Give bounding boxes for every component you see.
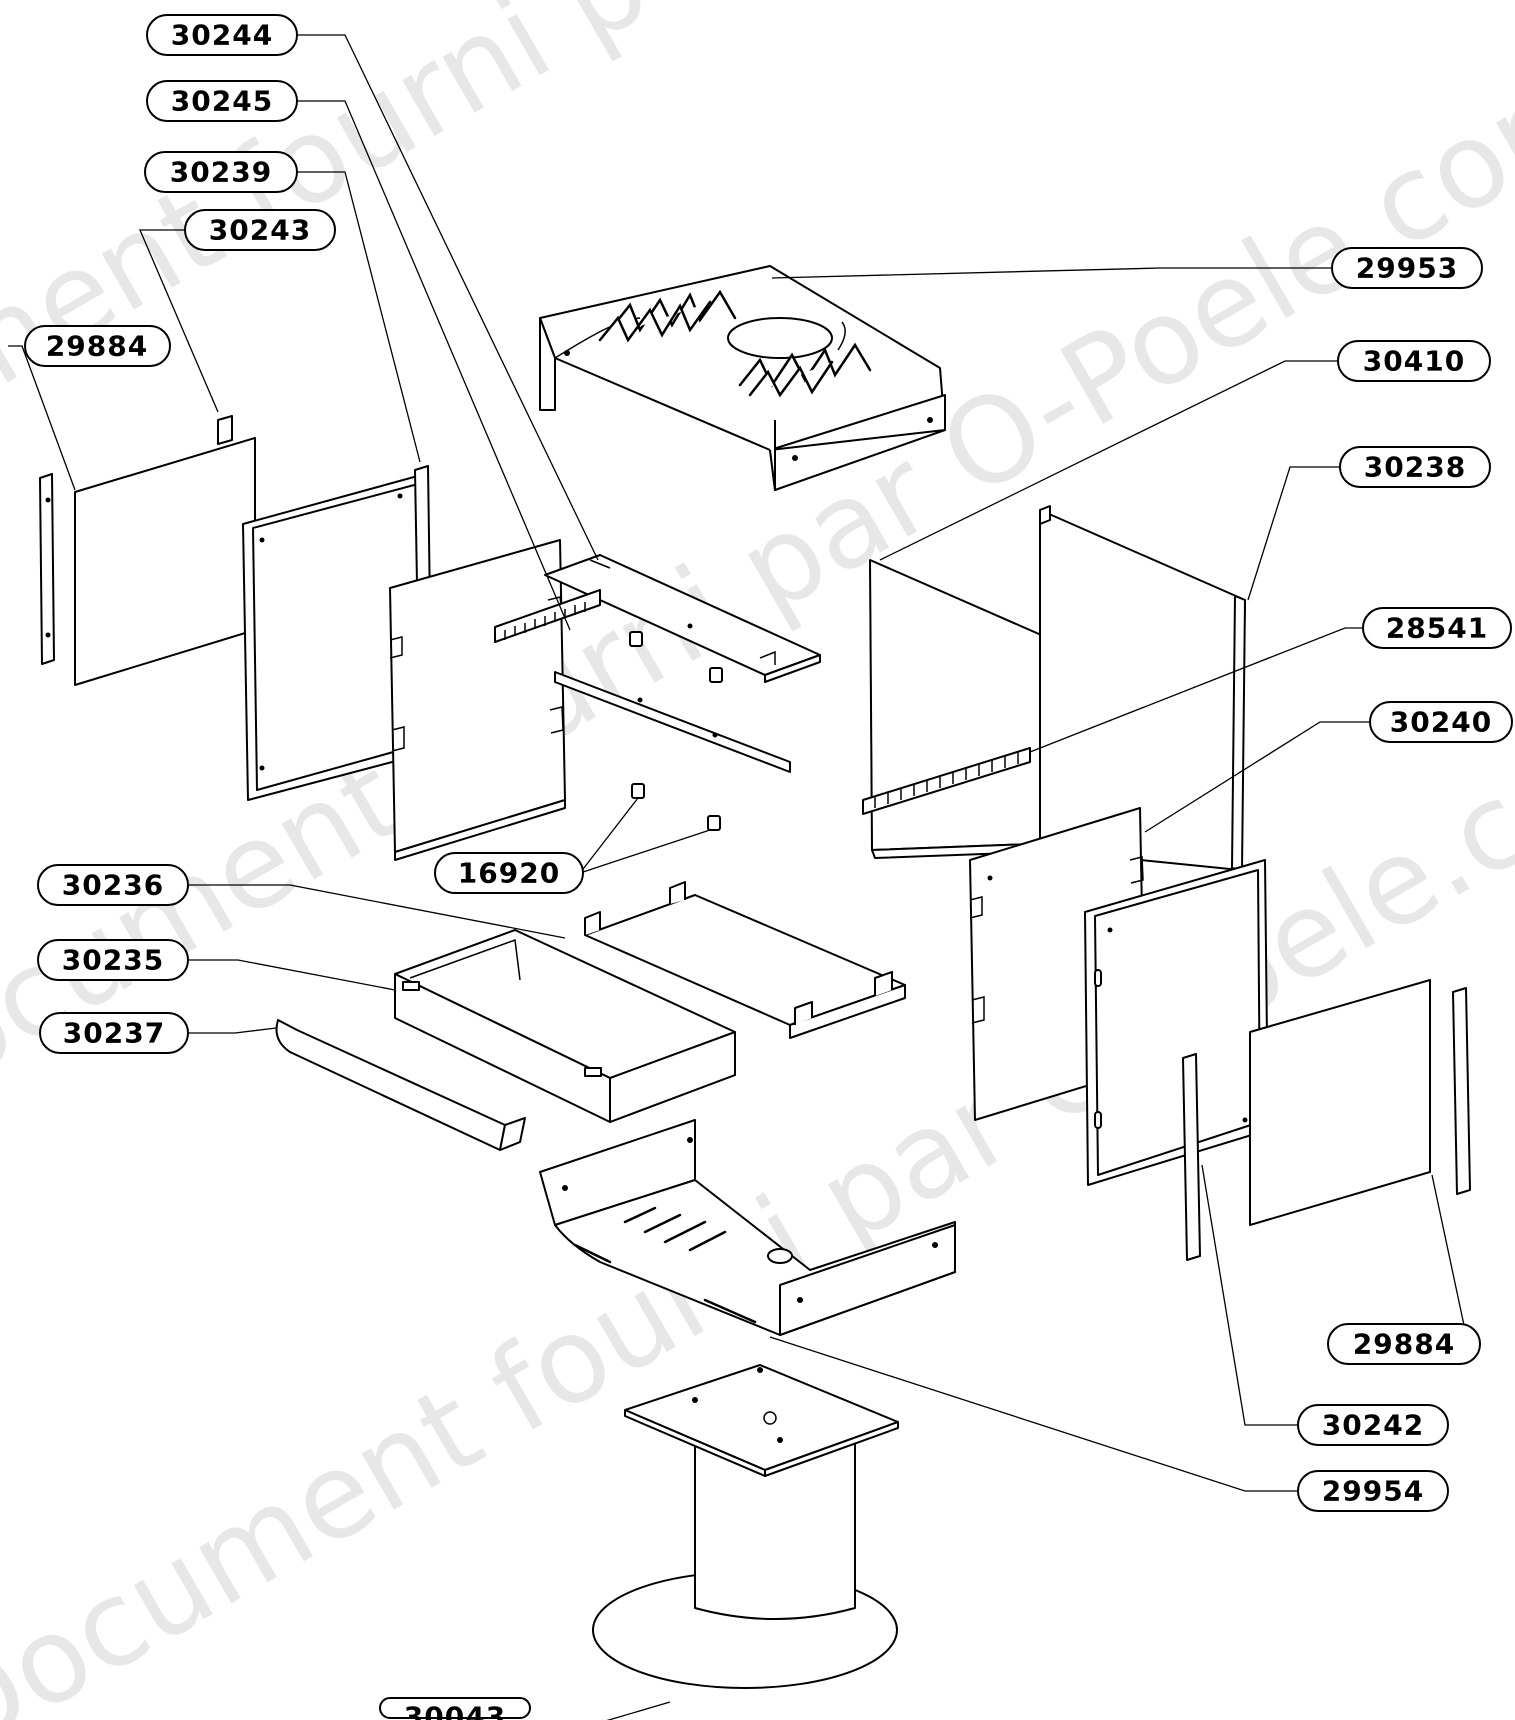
part-drawer (394, 929, 736, 1123)
svg-text:28541: 28541 (1386, 612, 1488, 645)
part-left-side-panel (74, 415, 256, 686)
part-front-bar (275, 1019, 526, 1151)
callout-16920: 16920 (434, 852, 584, 894)
part-right-rail (862, 747, 1031, 815)
callout-29884-right: 29884 (1327, 1323, 1481, 1365)
callout-30243: 30243 (184, 209, 336, 251)
svg-text:29953: 29953 (1356, 252, 1458, 285)
part-top-shelf (544, 554, 821, 683)
svg-text:16920: 16920 (458, 857, 560, 890)
callout-29953: 29953 (1331, 247, 1483, 289)
svg-text:30236: 30236 (62, 869, 164, 902)
part-right-side-panel-rear (1039, 505, 1246, 871)
callout-29884-left: 29884 (24, 325, 171, 367)
part-pedestal (592, 1364, 899, 1689)
svg-text:30238: 30238 (1364, 451, 1466, 484)
callout-28541: 28541 (1362, 607, 1512, 649)
part-left-rail (494, 589, 601, 643)
callout-30242: 30242 (1297, 1404, 1449, 1446)
callout-30236: 30236 (37, 864, 189, 906)
svg-text:30243: 30243 (209, 214, 311, 247)
svg-text:30410: 30410 (1363, 345, 1465, 378)
part-right-trim-strip-outer (1452, 987, 1471, 1195)
callout-30244: 30244 (146, 14, 298, 56)
callout-29954: 29954 (1297, 1470, 1449, 1512)
callout-30043: 30043 (379, 1697, 531, 1720)
svg-text:30237: 30237 (63, 1017, 165, 1050)
callouts: 30244 30245 30239 30243 29884 29953 3041… (24, 14, 1513, 1720)
part-right-outer-panel (1249, 979, 1431, 1226)
svg-text:30242: 30242 (1322, 1409, 1424, 1442)
svg-text:30239: 30239 (170, 156, 272, 189)
part-left-trim-strip (39, 473, 55, 665)
leader-lines (8, 34, 1480, 1720)
part-right-trim-strip-inner (1182, 1053, 1201, 1261)
part-base-tray (539, 1119, 956, 1336)
part-right-side-frame (1084, 859, 1269, 1186)
callout-30240: 30240 (1369, 701, 1513, 743)
callout-30237: 30237 (39, 1012, 189, 1054)
svg-text:29884: 29884 (46, 330, 148, 363)
callout-30239: 30239 (144, 151, 298, 193)
part-inner-partition (389, 539, 566, 861)
callout-30245: 30245 (146, 80, 298, 122)
svg-text:30043: 30043 (404, 1701, 506, 1720)
top-cover-slots (598, 289, 872, 398)
part-top-cover (539, 265, 946, 491)
callout-30410: 30410 (1337, 340, 1491, 382)
part-feet (629, 631, 723, 831)
svg-text:30244: 30244 (171, 19, 273, 52)
part-lower-shelf-strip (554, 671, 791, 773)
svg-text:30240: 30240 (1390, 706, 1492, 739)
part-ash-tray (584, 881, 906, 1039)
svg-text:29954: 29954 (1322, 1475, 1424, 1508)
callout-30238: 30238 (1339, 446, 1491, 488)
svg-text:30245: 30245 (171, 85, 273, 118)
callout-30235: 30235 (37, 939, 189, 981)
svg-text:29884: 29884 (1353, 1328, 1455, 1361)
svg-text:30235: 30235 (62, 944, 164, 977)
